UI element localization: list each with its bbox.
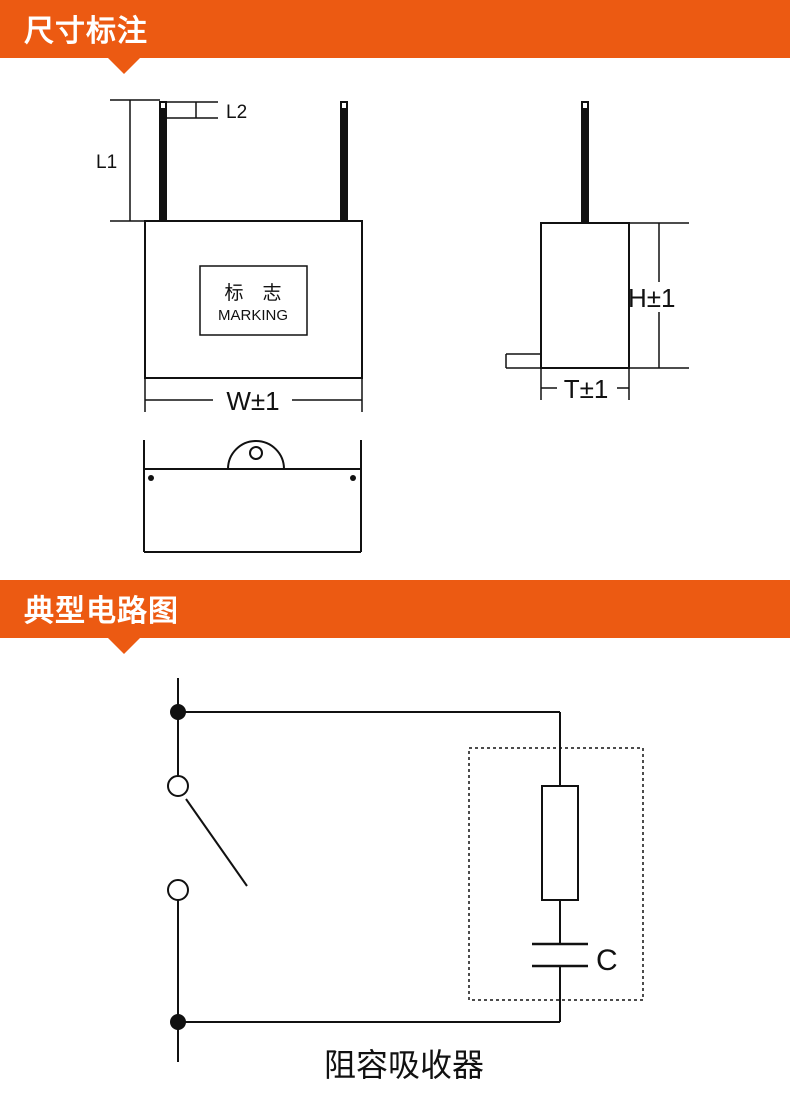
marking-box [199, 265, 308, 336]
label-l2: L2 [226, 102, 247, 123]
resistor [541, 785, 579, 901]
label-l1: L1 [96, 152, 117, 173]
capacitor-body-side [540, 222, 630, 369]
rc-absorber-boundary [468, 747, 644, 1001]
switch-blade [185, 798, 248, 887]
section-title-dimensions: 尺寸标注 [24, 14, 148, 49]
marking-chinese: 标 志 [224, 282, 281, 304]
label-height: H±1 [628, 283, 676, 313]
junction-dot-bottom [170, 1014, 186, 1030]
switch-contact-top [167, 775, 189, 797]
circuit-caption: 阻容吸收器 [324, 1046, 484, 1084]
mounting-tab [227, 440, 285, 470]
switch-contact-bottom [167, 879, 189, 901]
banner-pointer [108, 58, 140, 74]
mounting-hole [249, 446, 263, 460]
banner-pointer [108, 638, 140, 654]
section-banner-dimensions: 尺寸标注 [0, 0, 790, 74]
junction-dot-top [170, 704, 186, 720]
section-banner-circuit: 典型电路图 [0, 580, 790, 654]
capacitor-body-front [144, 220, 363, 379]
marking-english: MARKING [218, 307, 288, 324]
label-thickness: T±1 [564, 374, 609, 404]
label-width: W±1 [226, 386, 279, 416]
label-capacitor: C [596, 944, 618, 977]
section-title-circuit: 典型电路图 [24, 594, 179, 629]
